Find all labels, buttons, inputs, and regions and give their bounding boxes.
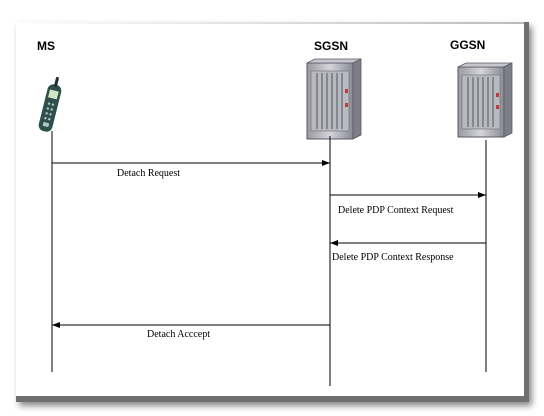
entity-label-ggsn: GGSN [450, 38, 485, 52]
message-label-detach-request: Detach Request [117, 168, 180, 179]
message-label-delete-pdp-response: Delete PDP Context Response [332, 252, 454, 263]
message-label-detach-accept: Detach Acccept [147, 329, 210, 340]
mobile-phone-icon [38, 76, 62, 132]
frame-top-edge [16, 22, 524, 24]
entity-label-sgsn: SGSN [314, 39, 348, 53]
server-rack-icon [457, 62, 513, 138]
diagram-frame [16, 22, 529, 402]
message-label-delete-pdp-request: Delete PDP Context Request [338, 205, 454, 216]
entity-label-ms: MS [37, 39, 55, 53]
server-rack-icon [306, 58, 362, 140]
